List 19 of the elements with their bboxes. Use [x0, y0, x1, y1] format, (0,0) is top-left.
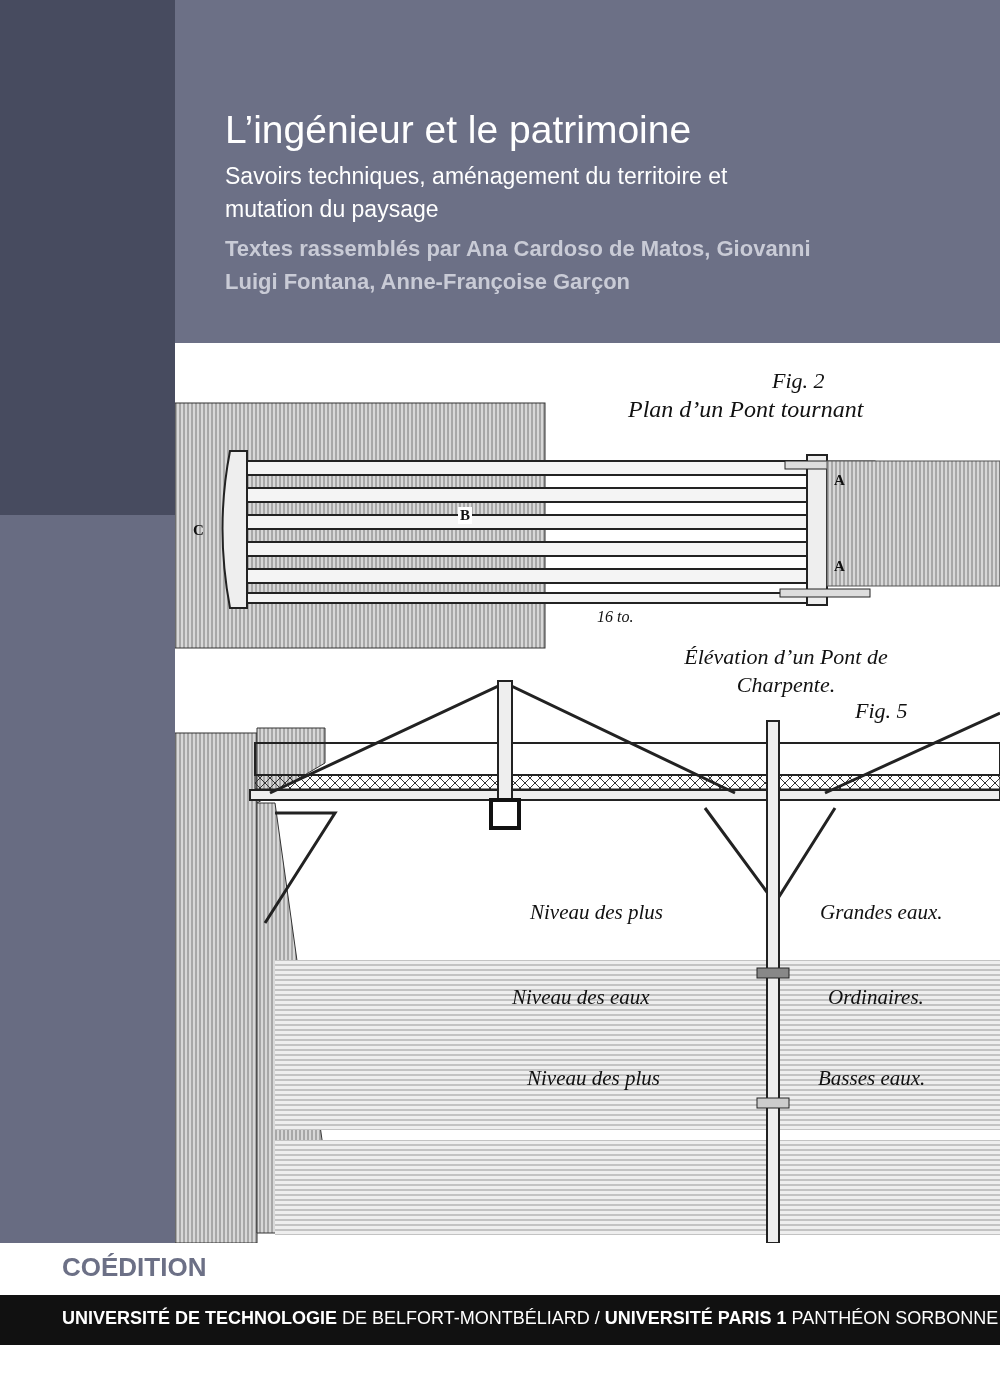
part-letter: B [458, 507, 472, 524]
coedition-heading: COÉDITION [62, 1252, 207, 1283]
figure-caption: Plan d’un Pont tournant [628, 396, 864, 423]
water-level-label: Niveau des plus [527, 1066, 660, 1091]
cover-subtitle: Savoirs techniques, aménagement du territoire et mutation du paysage [225, 162, 729, 224]
part-letter: A [834, 472, 845, 489]
water-level-label: Basses eaux. [818, 1066, 926, 1091]
water-level-label: Niveau des eaux [512, 985, 650, 1010]
water-level-label: Grandes eaux. [820, 900, 943, 925]
cover-title: L’ingénieur et le patrimoine [225, 108, 692, 152]
part-letter: A [834, 558, 845, 575]
figure-number: Fig. 5 [855, 698, 908, 724]
publisher-line: UNIVERSITÉ DE TECHNOLOGIE DE BELFORT-MONTBÉLIARD / UNIVERSITÉ PARIS 1 PANTHÉON SORBONNE [62, 1308, 999, 1329]
editors-line: Textes rassemblés par Ana Cardoso de Matos, Giovanni Luigi Fontana, Anne-Françoise Garçon [225, 235, 812, 296]
water-level-label: Ordinaires. [828, 985, 924, 1010]
figure-caption: Élévation d’un Pont de Charpente. [683, 643, 889, 699]
part-letter: C [193, 522, 204, 539]
water-level-label: Niveau des plus [530, 900, 663, 925]
figure-number: Fig. 2 [772, 368, 825, 394]
